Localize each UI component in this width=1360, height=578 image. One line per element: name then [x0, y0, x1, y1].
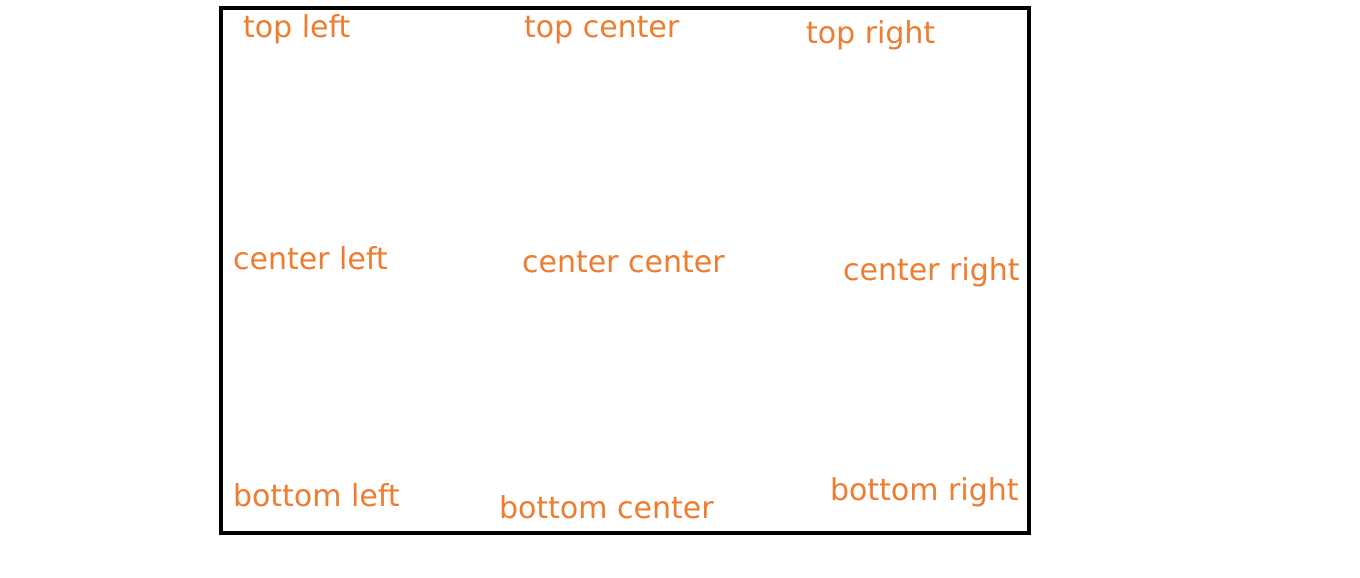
- label-center-right: center right: [843, 253, 1020, 288]
- label-top-right: top right: [806, 16, 936, 51]
- label-bottom-right: bottom right: [830, 473, 1019, 508]
- label-top-left: top left: [243, 10, 351, 45]
- label-bottom-center: bottom center: [499, 491, 714, 526]
- label-top-center: top center: [524, 10, 680, 45]
- label-center-left: center left: [233, 242, 388, 277]
- label-bottom-left: bottom left: [233, 479, 400, 514]
- label-center-center: center center: [522, 245, 725, 280]
- bounding-box: [219, 6, 1031, 535]
